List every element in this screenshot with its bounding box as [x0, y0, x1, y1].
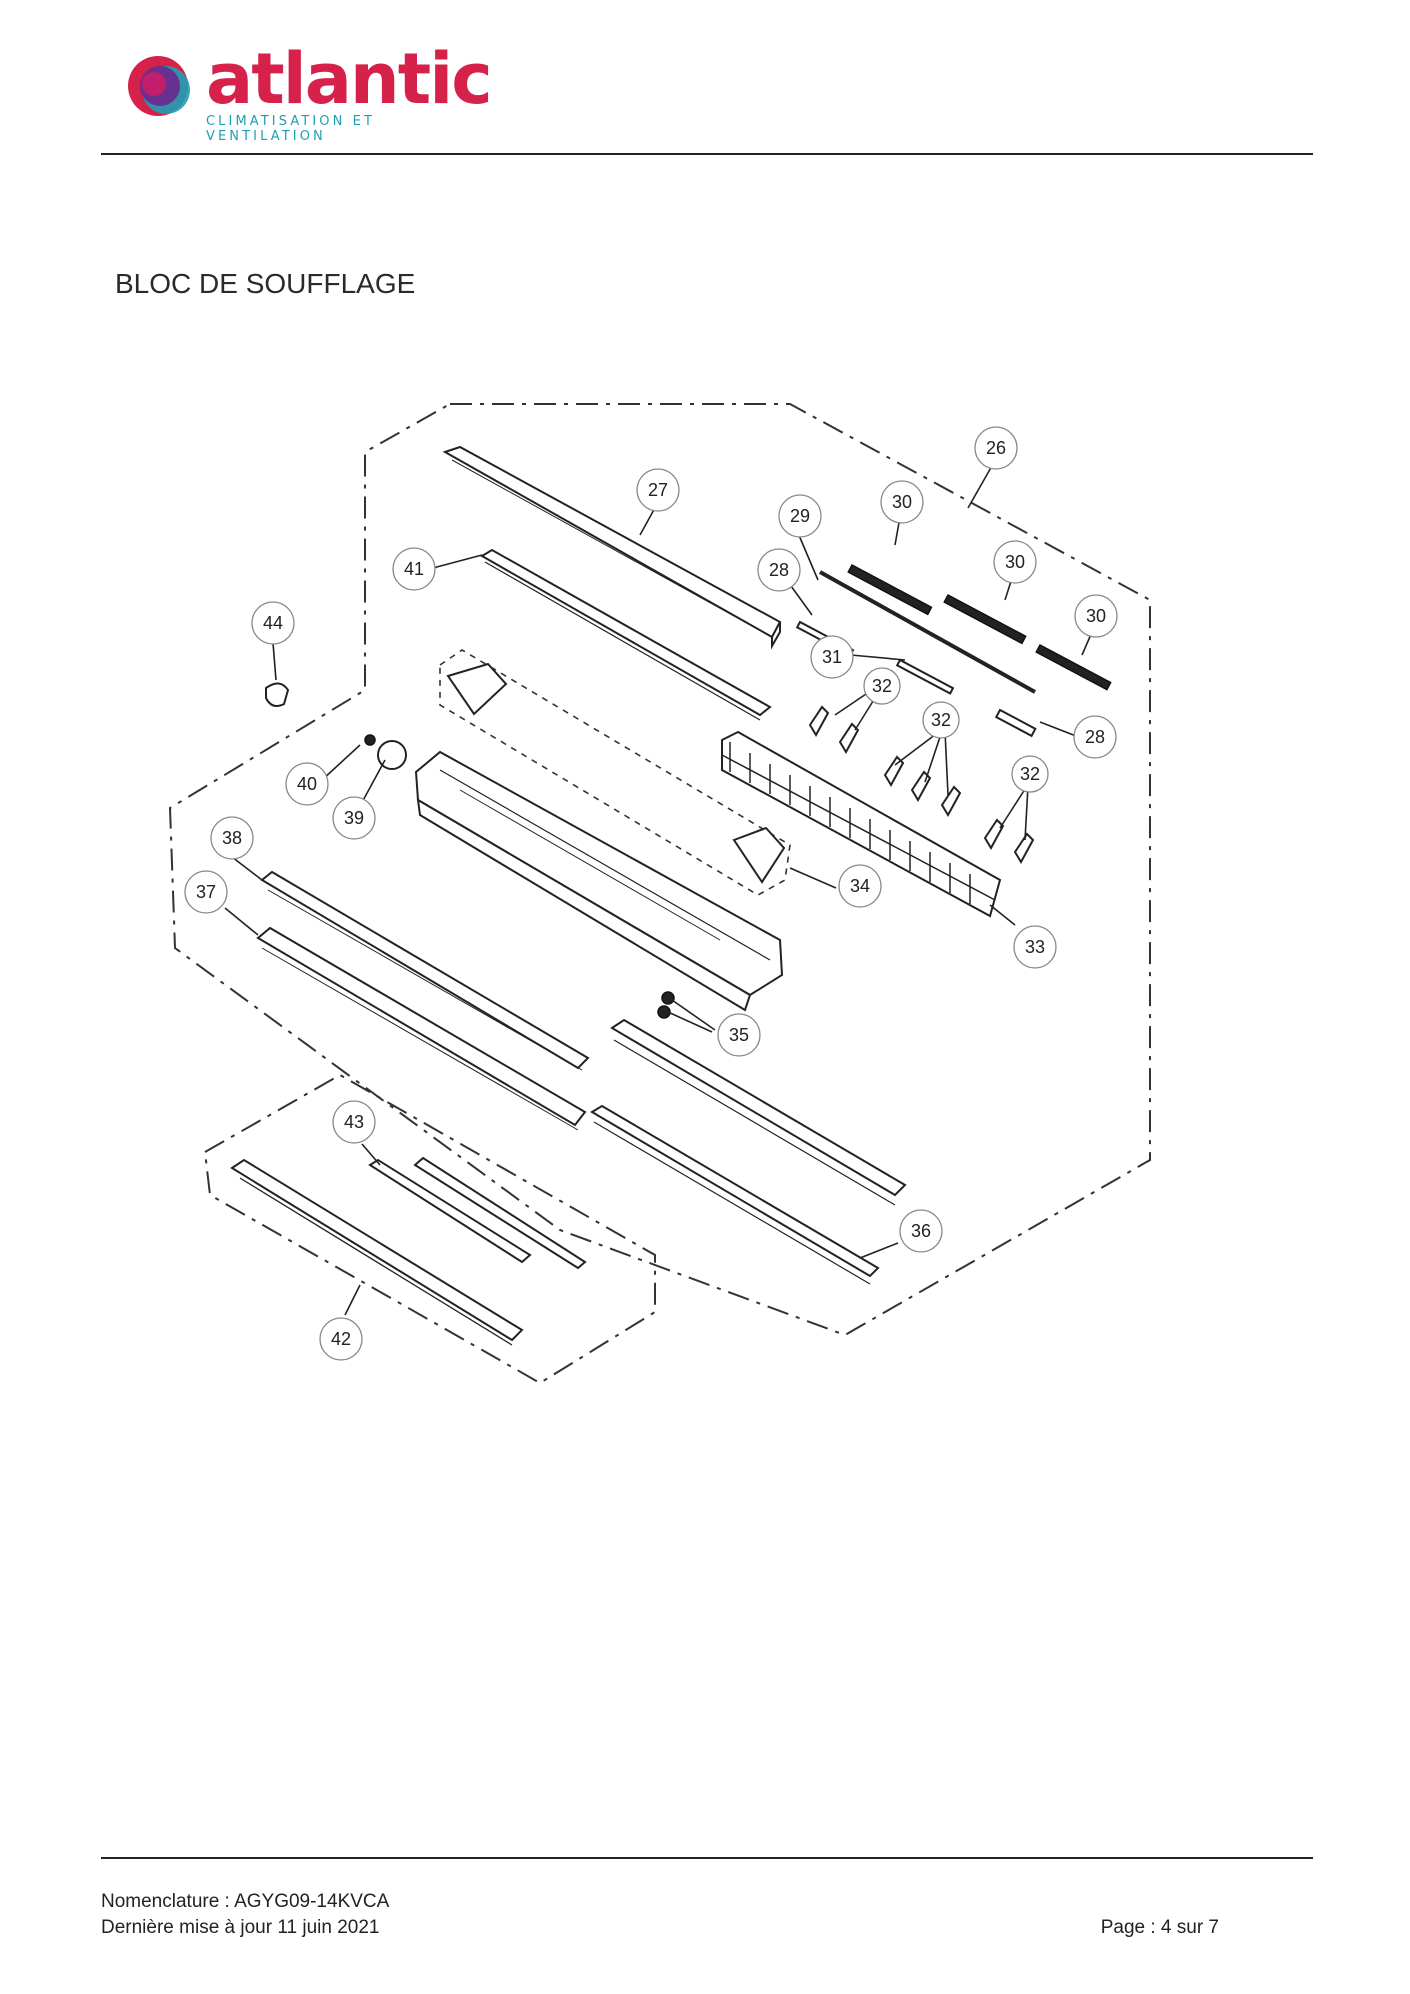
atlantic-logo-icon [128, 56, 190, 116]
part-35-screw-b [657, 1005, 671, 1019]
part-38-roller [260, 870, 590, 1071]
svg-text:29: 29 [790, 506, 810, 526]
callout-31: 31 [810, 635, 854, 679]
footer-updated-date: Dernière mise à jour 11 juin 2021 [101, 1917, 380, 1938]
callout-36: 36 [899, 1209, 943, 1253]
callout-30-a: 30 [880, 480, 924, 524]
callout-30-b: 30 [993, 540, 1037, 584]
callout-38: 38 [210, 816, 254, 860]
callout-27: 27 [636, 468, 680, 512]
main-housing [364, 734, 784, 1012]
svg-text:30: 30 [1005, 552, 1025, 572]
callout-32-a: 32 [863, 667, 901, 705]
svg-text:32: 32 [872, 676, 892, 696]
callout-41: 41 [392, 547, 436, 591]
svg-text:27: 27 [648, 480, 668, 500]
callout-35: 35 [717, 1013, 761, 1057]
svg-text:28: 28 [769, 560, 789, 580]
footer-divider [101, 1857, 1313, 1859]
part-30-blade-a [847, 563, 933, 616]
callout-30-c: 30 [1074, 594, 1118, 638]
part-36-rail-lower [590, 1104, 880, 1285]
callout-37: 37 [184, 870, 228, 914]
part-30-blade-b [943, 593, 1027, 645]
callout-40: 40 [285, 762, 329, 806]
svg-text:37: 37 [196, 882, 216, 902]
brand-tagline: CLIMATISATION ET VENTILATION [206, 114, 376, 144]
svg-text:33: 33 [1025, 937, 1045, 957]
header-divider [101, 153, 1313, 155]
part-27-rail [442, 445, 782, 650]
svg-text:28: 28 [1085, 727, 1105, 747]
callout-43: 43 [332, 1100, 376, 1144]
callout-44: 44 [251, 601, 295, 645]
footer-page-number: Page : 4 sur 7 [1100, 1917, 1219, 1938]
footer-nomenclature: Nomenclature : AGYG09-14KVCA [101, 1891, 390, 1912]
section-title: BLOC DE SOUFFLAGE [115, 268, 416, 299]
flap-group-boundary [439, 649, 791, 896]
part-30-blade-c [1035, 643, 1112, 691]
svg-text:43: 43 [344, 1112, 364, 1132]
callout-34: 34 [838, 864, 882, 908]
callout-28-b: 28 [1073, 715, 1117, 759]
sub-assembly-boundary [203, 1073, 656, 1385]
part-31-link [895, 658, 955, 695]
svg-text:44: 44 [263, 613, 283, 633]
part-37-roller [256, 926, 587, 1131]
svg-text:34: 34 [850, 876, 870, 896]
svg-text:32: 32 [1020, 764, 1040, 784]
part-43-cable-strip [368, 1156, 587, 1270]
callout-28-a: 28 [757, 548, 801, 592]
callout-33: 33 [1013, 925, 1057, 969]
svg-text:30: 30 [892, 492, 912, 512]
part-28-clip-b [994, 708, 1037, 738]
part-36-rail-upper [610, 1018, 907, 1206]
svg-text:35: 35 [729, 1025, 749, 1045]
svg-text:36: 36 [911, 1221, 931, 1241]
part-34-end-cap-a [446, 662, 508, 716]
part-41-strip [480, 548, 772, 721]
brand-logo: atlantic CLIMATISATION ET VENTILATION [120, 38, 500, 144]
part-33-grille [721, 730, 1002, 918]
svg-text:42: 42 [331, 1329, 351, 1349]
svg-text:39: 39 [344, 808, 364, 828]
part-34-end-cap-b [732, 826, 786, 884]
svg-text:30: 30 [1086, 606, 1106, 626]
callout-26: 26 [974, 426, 1018, 470]
svg-text:38: 38 [222, 828, 242, 848]
callout-42: 42 [319, 1317, 363, 1361]
svg-text:31: 31 [822, 647, 842, 667]
part-35-screw-a [661, 991, 675, 1005]
part-42-pcb-bar [230, 1158, 524, 1346]
part-44-bushing [265, 682, 290, 707]
svg-text:32: 32 [931, 710, 951, 730]
callout-39: 39 [332, 796, 376, 840]
part-29-louver-bar [819, 570, 1036, 694]
callout-32-b: 32 [922, 701, 960, 739]
brand-name: atlantic [206, 38, 493, 120]
callout-32-c: 32 [1011, 755, 1049, 793]
leader-lines [224, 463, 1093, 1316]
assembly-boundary [168, 403, 1151, 1337]
callout-29: 29 [778, 494, 822, 538]
svg-text:40: 40 [297, 774, 317, 794]
svg-text:41: 41 [404, 559, 424, 579]
svg-text:26: 26 [986, 438, 1006, 458]
